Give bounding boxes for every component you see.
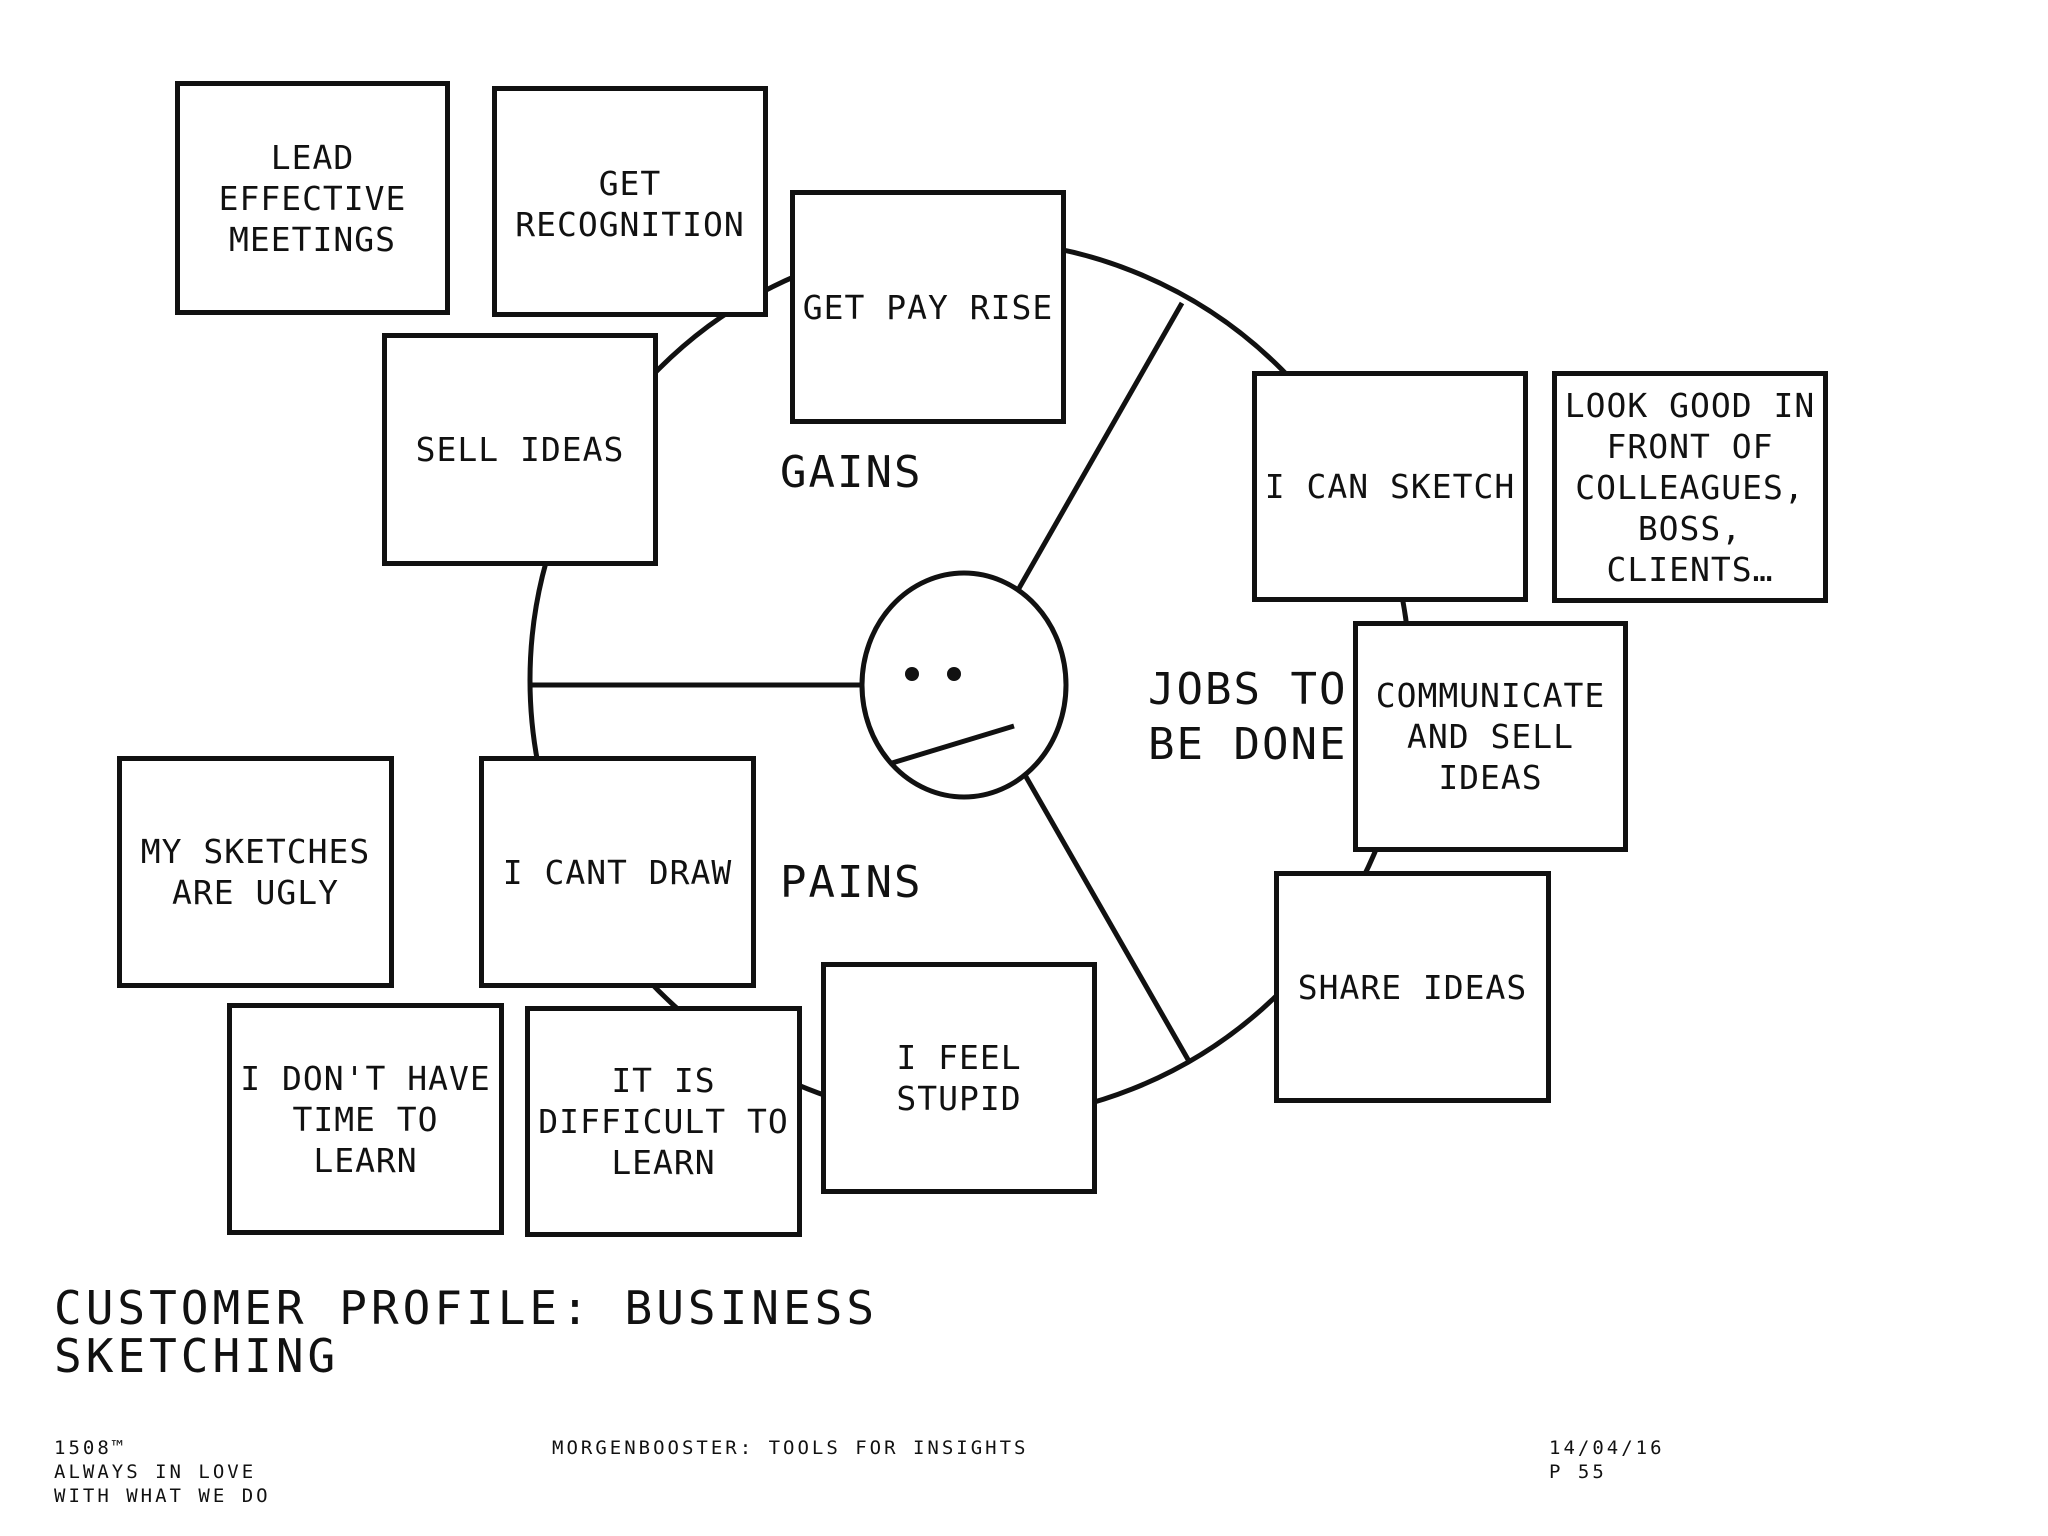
job-share-ideas: SHARE IDEAS	[1274, 871, 1551, 1103]
face-eye-right	[947, 667, 961, 681]
gain-get-pay-rise: GET PAY RISE	[790, 190, 1066, 424]
job-communicate-and-sell-ideas: COMMUNICATE AND SELL IDEAS	[1353, 621, 1628, 852]
gain-get-recognition: GET RECOGNITION	[492, 86, 768, 317]
divider-upper-right	[1015, 301, 1185, 592]
label-pains: PAINS	[780, 857, 923, 908]
page-title: CUSTOMER PROFILE: BUSINESS SKETCHING	[54, 1281, 879, 1383]
pain-no-time-to-learn: I DON'T HAVE TIME TO LEARN	[227, 1003, 504, 1235]
gain-lead-effective-meetings: LEAD EFFECTIVE MEETINGS	[175, 81, 450, 315]
gain-sell-ideas: SELL IDEAS	[382, 333, 658, 566]
job-i-can-sketch: I CAN SKETCH	[1252, 371, 1528, 602]
footer-brand: 1508™ ALWAYS IN LOVE WITH WHAT WE DO	[54, 1437, 271, 1507]
job-look-good: LOOK GOOD IN FRONT OF COLLEAGUES, BOSS, …	[1552, 371, 1828, 603]
pain-difficult-to-learn: IT IS DIFFICULT TO LEARN	[525, 1006, 802, 1237]
face-mouth	[891, 723, 1015, 766]
pain-sketches-ugly: MY SKETCHES ARE UGLY	[117, 756, 394, 988]
divider-lower-right	[1022, 773, 1193, 1065]
face-icon	[859, 570, 1069, 800]
pain-cant-draw: I CANT DRAW	[479, 756, 756, 988]
label-gains: GAINS	[780, 447, 923, 498]
face-eye-left	[905, 667, 919, 681]
footer-center: MORGENBOOSTER: TOOLS FOR INSIGHTS	[552, 1437, 1029, 1459]
pain-feel-stupid: I FEEL STUPID	[821, 962, 1097, 1194]
label-jobs-to-be-done: JOBS TO BE DONE	[1148, 664, 1348, 770]
footer-right: 14/04/16 P 55	[1549, 1437, 1665, 1483]
